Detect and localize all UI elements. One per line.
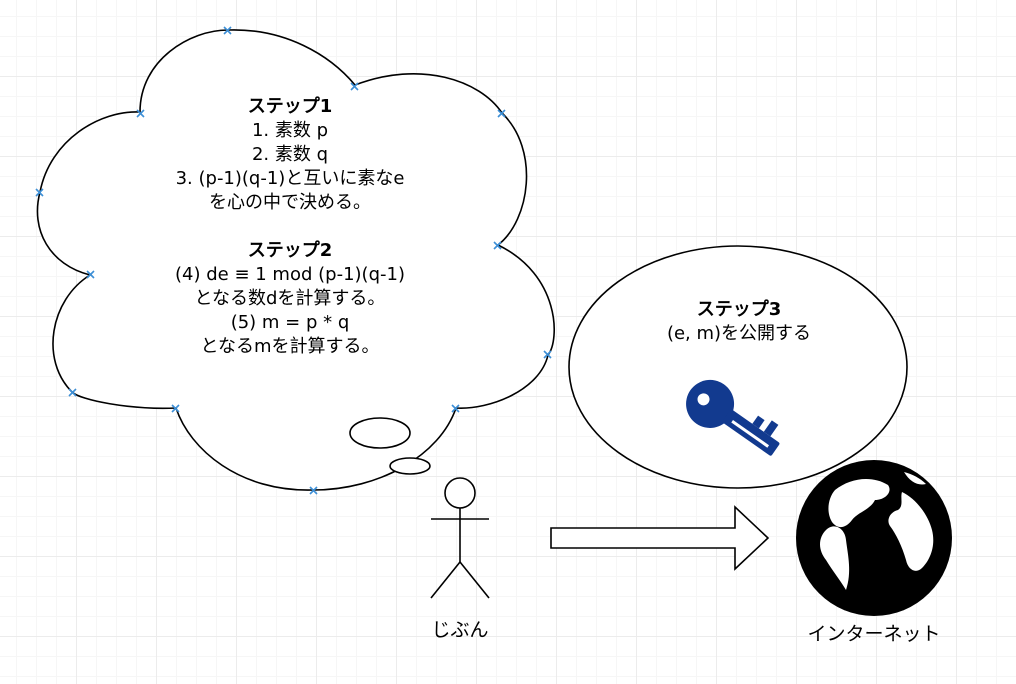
selection-marker[interactable] (543, 350, 552, 359)
selection-marker[interactable] (451, 404, 460, 413)
step2-line-1: (4) de ≡ 1 mod (p-1)(q-1) (175, 264, 405, 285)
selection-marker[interactable] (350, 82, 359, 91)
selection-marker[interactable] (136, 109, 145, 118)
step2-line-2: となる数dを計算する。 (194, 288, 386, 309)
step3-text: ステップ3 (e, m)を公開する (599, 298, 879, 346)
step3-title: ステップ3 (696, 299, 782, 320)
selection-marker[interactable] (68, 388, 77, 397)
step2-title: ステップ2 (247, 240, 333, 261)
thought-bubble-small (389, 457, 431, 475)
thought-bubble-medium (349, 417, 411, 449)
selection-marker[interactable] (171, 404, 180, 413)
globe-icon (796, 460, 952, 616)
step2-line-3: (5) m = p * q (230, 312, 350, 333)
thought-cloud-text: ステップ1 1. 素数 p 2. 素数 q 3. (p-1)(q-1)と互いに素… (90, 95, 490, 359)
stick-figure-icon (430, 477, 490, 599)
step1-line-2: 2. 素数 q (251, 144, 329, 165)
step2-line-4: となるmを計算する。 (200, 336, 380, 357)
selection-marker[interactable] (223, 26, 232, 35)
key-icon (686, 379, 780, 456)
selection-marker[interactable] (493, 241, 502, 250)
step3-ellipse (568, 245, 908, 489)
step1-line-1: 1. 素数 p (251, 120, 329, 141)
internet-label: インターネット (807, 623, 941, 645)
arrow-right-icon (550, 505, 770, 571)
step1-title: ステップ1 (247, 96, 333, 117)
selection-marker[interactable] (86, 270, 95, 279)
step1-line-4: を心の中で決める。 (209, 192, 371, 213)
selection-marker[interactable] (309, 486, 318, 495)
selection-marker[interactable] (497, 109, 506, 118)
step1-line-3: 3. (p-1)(q-1)と互いに素なe (175, 168, 405, 189)
selection-marker[interactable] (35, 188, 44, 197)
step3-line: (e, m)を公開する (666, 323, 812, 344)
self-label: じぶん (431, 619, 489, 641)
selection-markers (35, 26, 552, 495)
